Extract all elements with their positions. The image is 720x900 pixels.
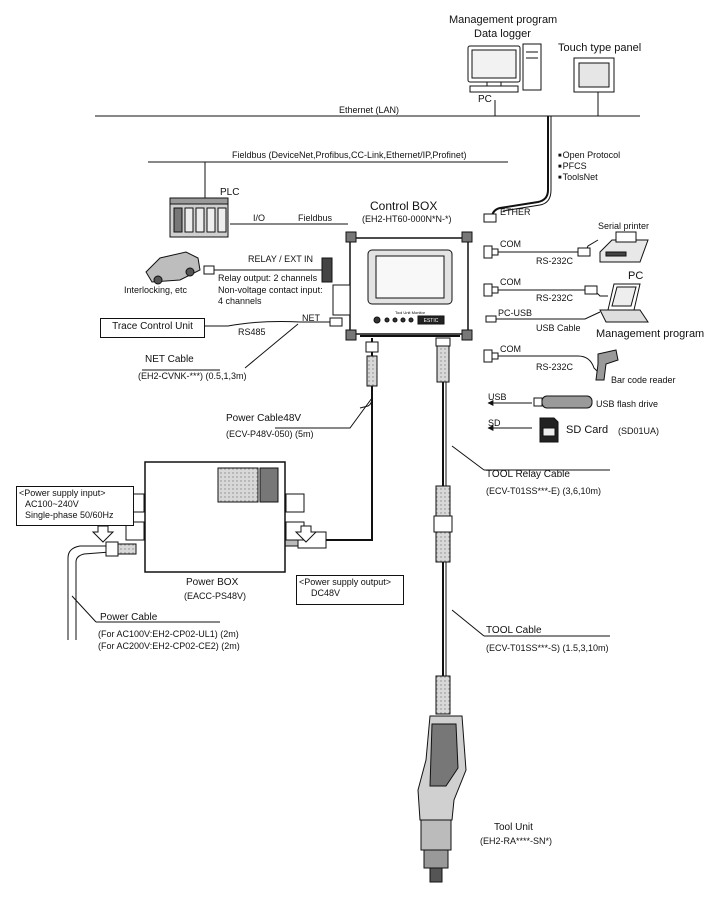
net-label: NET bbox=[302, 313, 320, 323]
io-label: I/O bbox=[253, 213, 266, 223]
tool-unit-model: (EH2-RA****-SN*) bbox=[480, 836, 553, 846]
management-program-label: Management program bbox=[449, 14, 558, 26]
top-pc bbox=[467, 43, 542, 93]
rs232c-2-label: RS-232C bbox=[536, 293, 574, 303]
power-box bbox=[125, 461, 305, 573]
power-output-title: <Power supply output> bbox=[299, 577, 392, 587]
plc-label: PLC bbox=[220, 187, 240, 198]
interlocking-device bbox=[145, 251, 215, 285]
com3-label: COM bbox=[500, 344, 521, 354]
control-box-title: Control BOX bbox=[370, 199, 438, 213]
interlocking-label: Interlocking, etc bbox=[124, 285, 188, 295]
power-cable-48v bbox=[283, 338, 379, 549]
top-pc-label: PC bbox=[478, 94, 492, 105]
nonvoltage-label-1: Non-voltage contact input: bbox=[218, 285, 323, 295]
trace-control-unit: Trace Control Unit bbox=[100, 318, 205, 338]
usb-flash-drive bbox=[533, 395, 593, 409]
rs232c-1-label: RS-232C bbox=[536, 256, 574, 266]
tool-unit bbox=[417, 715, 467, 883]
tool-relay-model: (ECV-T01SS***-E) (3,6,10m) bbox=[486, 486, 602, 496]
control-box bbox=[321, 231, 473, 341]
nonvoltage-label-2: 4 channels bbox=[218, 296, 262, 306]
power-cable-48v-model: (ECV-P48V-050) (5m) bbox=[226, 429, 314, 439]
rs485-label: RS485 bbox=[238, 327, 266, 337]
pc-usb-label: PC-USB bbox=[498, 308, 533, 318]
power-cable-line1: (For AC100V:EH2-CP02-UL1) (2m) bbox=[98, 629, 239, 639]
relay-output-label: Relay output: 2 channels bbox=[218, 273, 318, 283]
tool-cable-title: TOOL Cable bbox=[486, 625, 542, 636]
power-input-box: <Power supply input> AC100~240V Single-p… bbox=[16, 486, 134, 526]
usb-label: USB bbox=[488, 392, 507, 402]
power-box-model: (EACC-PS48V) bbox=[184, 591, 247, 601]
data-logger-label: Data logger bbox=[474, 28, 531, 40]
power-box-title: Power BOX bbox=[186, 577, 239, 588]
trace-control-unit-label: Trace Control Unit bbox=[112, 321, 193, 332]
relay-ext-in-label: RELAY / EXT IN bbox=[248, 254, 314, 264]
net-cable-label: NET Cable bbox=[145, 354, 194, 365]
bar-code-reader bbox=[595, 349, 619, 381]
peripheral-cables bbox=[483, 213, 608, 431]
ether-cable bbox=[491, 116, 549, 219]
bar-code-reader-label: Bar code reader bbox=[611, 375, 676, 385]
power-cable-line2: (For AC200V:EH2-CP02-CE2) (2m) bbox=[98, 641, 240, 651]
leader-lines bbox=[71, 369, 610, 637]
power-input-line1: AC100~240V bbox=[25, 499, 79, 509]
tool-unit-title: Tool Unit bbox=[494, 822, 533, 833]
power-output-value: DC48V bbox=[311, 588, 341, 598]
usb-cable-label: USB Cable bbox=[536, 323, 581, 333]
sd-model-label: (SD01UA) bbox=[618, 426, 660, 436]
plc-unit bbox=[169, 197, 229, 238]
serial-printer-label: Serial printer bbox=[598, 221, 650, 231]
rs232c-3-label: RS-232C bbox=[536, 362, 574, 372]
usb-flash-label: USB flash drive bbox=[596, 399, 659, 409]
protocol-pfcs: PFCS bbox=[558, 161, 587, 173]
tool-cable-model: (ECV-T01SS***-S) (1.5,3,10m) bbox=[486, 643, 609, 653]
management-program-2-label: Management program bbox=[596, 328, 705, 340]
control-box-model: (EH2-HT60-000N*N-*) bbox=[362, 214, 452, 224]
fieldbus-bus-label: Fieldbus (DeviceNet,Profibus,CC-Link,Eth… bbox=[232, 150, 467, 160]
com1-label: COM bbox=[500, 239, 521, 249]
power-input-title: <Power supply input> bbox=[19, 488, 106, 498]
power-cable-title: Power Cable bbox=[100, 612, 158, 623]
laptop-pc-label: PC bbox=[628, 270, 644, 282]
ac-power-cable bbox=[67, 541, 137, 640]
ether-label: ETHER bbox=[500, 207, 531, 217]
laptop bbox=[599, 283, 649, 323]
tool-relay-title: TOOL Relay Cable bbox=[486, 469, 570, 480]
tool-cables bbox=[433, 337, 453, 715]
trace-cable bbox=[205, 317, 343, 369]
serial-printer bbox=[599, 231, 649, 263]
sd-card-label: SD Card bbox=[566, 424, 609, 436]
control-box-panel-text: Tool Unit Monitor bbox=[395, 310, 426, 315]
sd-card bbox=[539, 417, 559, 443]
hollow-arrows bbox=[91, 525, 318, 543]
com2-label: COM bbox=[500, 277, 521, 287]
net-cable-model: (EH2-CVNK-***) (0.5,1,3m) bbox=[138, 371, 247, 381]
power-output-box: <Power supply output> DC48V bbox=[296, 575, 404, 605]
power-cable-48v-label: Power Cable48V bbox=[226, 413, 302, 424]
ethernet-label: Ethernet (LAN) bbox=[339, 105, 400, 115]
protocol-open: Open Protocol bbox=[558, 150, 621, 162]
protocol-toolsnet: ToolsNet bbox=[558, 172, 598, 184]
touch-panel-label: Touch type panel bbox=[558, 42, 642, 54]
sd-label: SD bbox=[488, 418, 501, 428]
control-box-badge: ESTIC bbox=[424, 318, 439, 324]
fieldbus-conn-label: Fieldbus bbox=[298, 213, 333, 223]
power-input-line2: Single-phase 50/60Hz bbox=[25, 510, 114, 520]
touch-panel bbox=[573, 57, 615, 93]
network-lines bbox=[95, 92, 640, 271]
